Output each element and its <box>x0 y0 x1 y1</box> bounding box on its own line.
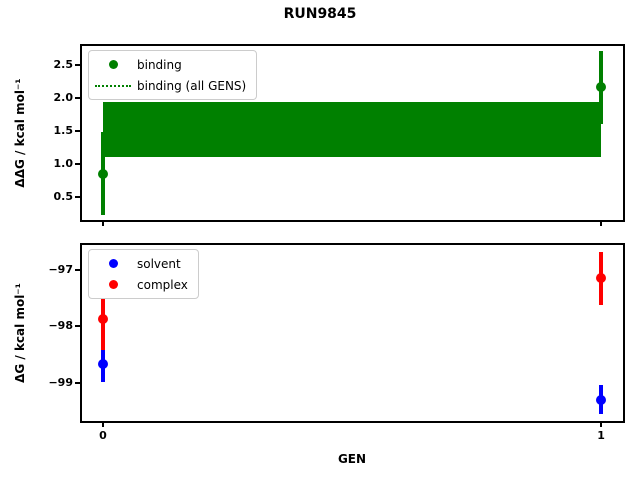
legend-label-binding-all-gens: binding (all GENS) <box>137 78 247 93</box>
bottom-plot-axes: solvent complex −97 −98 −99 0 1 <box>48 243 625 442</box>
y-tick-mark <box>75 163 80 166</box>
y-tick-label: 2.5 <box>53 57 74 71</box>
binding-all-gens-dotted-line-icon <box>95 84 131 87</box>
legend-label-binding: binding <box>137 57 182 72</box>
y-tick-mark <box>75 63 80 66</box>
x-tick-label: 1 <box>597 429 605 442</box>
x-axis-label: GEN <box>337 452 367 466</box>
y-tick-label: −98 <box>48 319 73 333</box>
solvent-point-gen1 <box>596 394 607 405</box>
top-plot-axes: binding binding (all GENS) 0.5 1.0 1.5 2.0 2… <box>54 44 625 226</box>
y-tick-label: −97 <box>48 262 73 276</box>
legend-item-complex: complex <box>89 274 188 295</box>
y-tick-mark <box>75 325 80 328</box>
y-tick-label: 0.5 <box>53 190 74 204</box>
bottom-legend: solvent complex <box>88 249 199 299</box>
y-tick-mark <box>75 130 80 132</box>
y-tick-label: 2.0 <box>53 90 74 104</box>
figure-title: RUN9845 <box>283 6 357 22</box>
binding-point-gen1 <box>596 82 607 93</box>
y-tick-label: 1.5 <box>53 124 74 137</box>
x-tick-mark <box>101 222 104 226</box>
solvent-marker-icon <box>108 259 118 268</box>
x-tick-mark <box>600 222 603 226</box>
y-tick-mark <box>75 96 80 99</box>
legend-item-solvent: solvent <box>89 253 188 274</box>
binding-point-gen0 <box>97 168 108 179</box>
x-tick-mark <box>600 423 603 427</box>
legend-item-binding-all-gens: binding (all GENS) <box>89 75 246 96</box>
complex-point-gen1 <box>596 273 607 284</box>
all-gens-estimate-line <box>102 128 602 131</box>
y-tick-label: 1.0 <box>53 157 74 171</box>
legend-item-binding: binding <box>89 54 246 75</box>
complex-marker-icon <box>108 280 118 289</box>
solvent-point-gen0 <box>97 359 108 370</box>
legend-label-solvent: solvent <box>137 256 181 271</box>
top-legend: binding binding (all GENS) <box>88 50 258 100</box>
binding-marker-icon <box>108 60 118 69</box>
y-tick-mark <box>75 381 80 384</box>
x-tick-mark <box>101 423 104 427</box>
y-tick-mark <box>75 196 80 199</box>
y-tick-mark <box>75 268 80 271</box>
complex-point-gen0 <box>97 314 108 325</box>
x-tick-label: 0 <box>99 429 107 442</box>
y-tick-label: −99 <box>48 375 73 389</box>
legend-label-complex: complex <box>137 277 188 292</box>
